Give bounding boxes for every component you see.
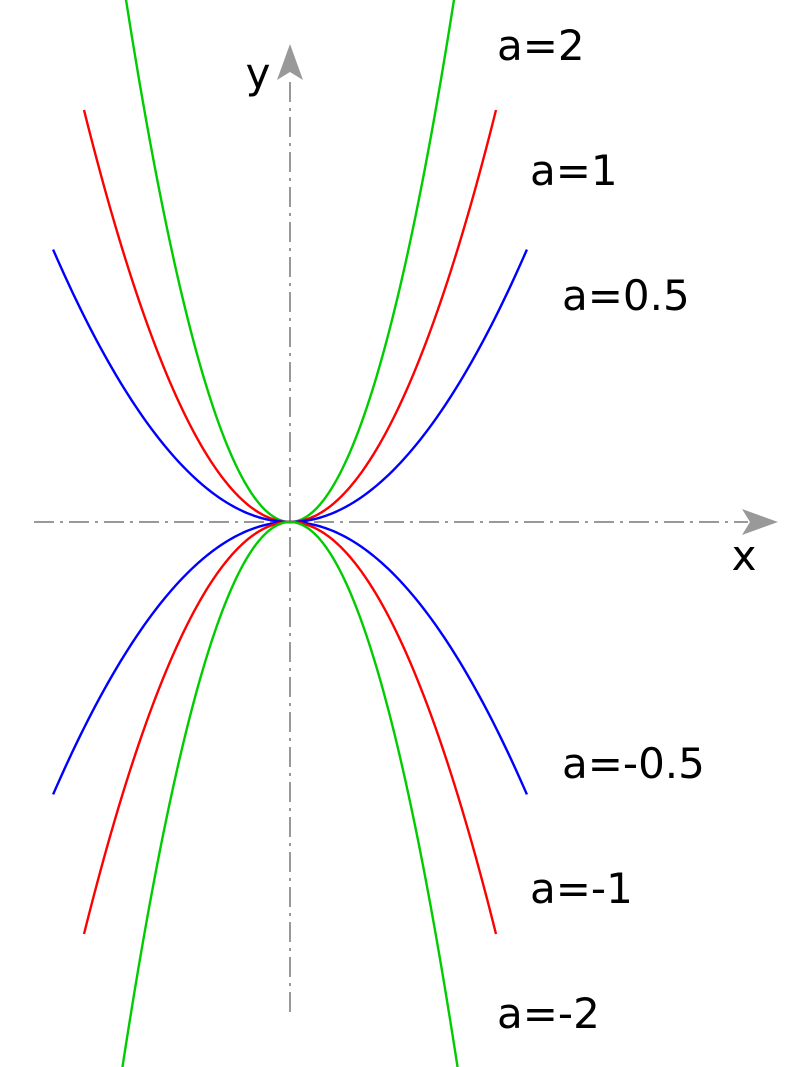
series-label: a=2 xyxy=(497,21,585,70)
series-label: a=0.5 xyxy=(562,271,690,320)
curve-a-neg2 xyxy=(121,520,459,1067)
x-axis-arrow-icon xyxy=(742,509,778,535)
curves-group xyxy=(52,0,528,1067)
x-axis-label: x xyxy=(732,531,757,580)
y-axis-label: y xyxy=(246,49,271,98)
series-label: a=-0.5 xyxy=(562,739,705,788)
y-axis-arrow-icon xyxy=(277,44,303,80)
series-label: a=-1 xyxy=(530,864,633,913)
series-label: a=-2 xyxy=(497,989,600,1038)
series-labels-group: a=2 a=1 a=0.5 a=-0.5 a=-1 a=-2 xyxy=(497,21,705,1038)
series-label: a=1 xyxy=(530,146,618,195)
